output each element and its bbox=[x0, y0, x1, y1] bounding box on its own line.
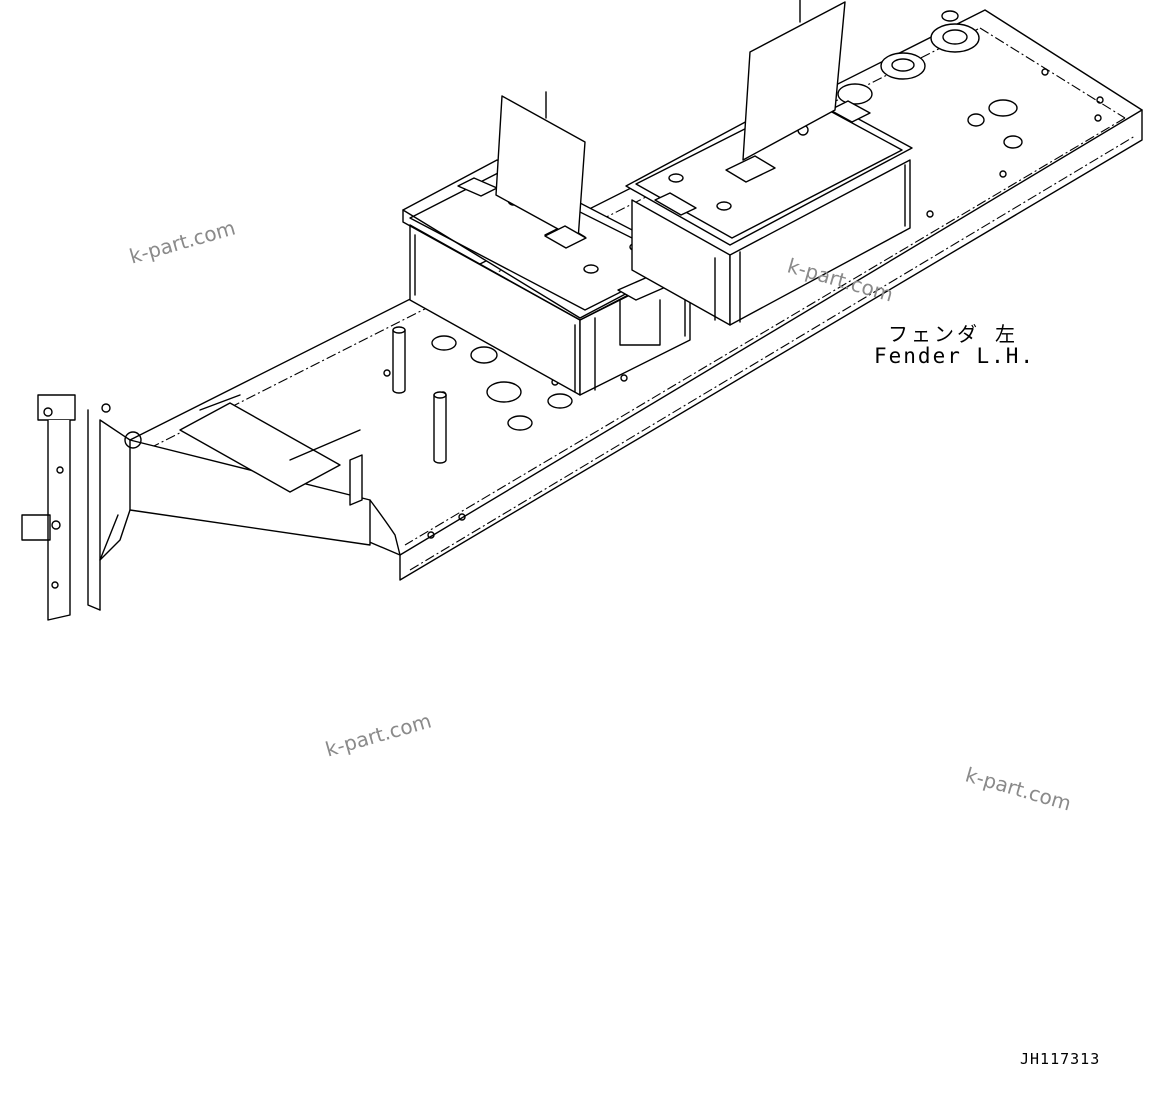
battery-left-tag bbox=[495, 91, 587, 249]
stud-posts bbox=[392, 326, 447, 464]
callout-label-japanese: フェンダ 左 bbox=[888, 322, 1019, 346]
support-bracket bbox=[87, 394, 401, 611]
drawing-number: JH117313 bbox=[1020, 1050, 1101, 1068]
battery-right-tag bbox=[725, 0, 846, 183]
side-mounting-plate bbox=[21, 394, 111, 621]
battery-left bbox=[402, 159, 691, 396]
callout-label-english: Fender L.H. bbox=[874, 344, 1036, 368]
grommets bbox=[431, 10, 1023, 431]
